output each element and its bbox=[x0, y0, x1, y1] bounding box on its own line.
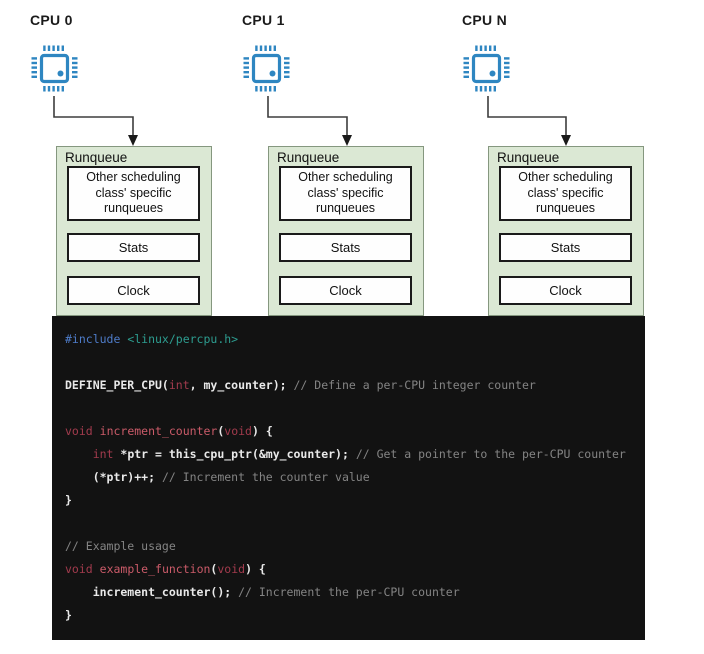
cpu-label: CPU 0 bbox=[30, 12, 73, 28]
stats-box: Stats bbox=[499, 233, 632, 262]
stats-box: Stats bbox=[279, 233, 412, 262]
code-line bbox=[65, 397, 637, 420]
runqueue-title: Runqueue bbox=[497, 150, 560, 165]
cpu-chip-icon bbox=[463, 45, 510, 92]
scheduling-classes-box: Other scheduling class' specific runqueu… bbox=[279, 166, 412, 221]
cpu-column-0: CPU 0 Runqueue Other scheduling class' s… bbox=[28, 0, 212, 330]
clock-box: Clock bbox=[279, 276, 412, 305]
clock-box: Clock bbox=[67, 276, 200, 305]
cpu-chip-icon bbox=[243, 45, 290, 92]
runqueue-box: Runqueue Other scheduling class' specifi… bbox=[488, 146, 644, 316]
code-line: DEFINE_PER_CPU(int, my_counter); // Defi… bbox=[65, 378, 536, 392]
scheduling-classes-box: Other scheduling class' specific runqueu… bbox=[67, 166, 200, 221]
code-line: // Example usage bbox=[65, 539, 176, 553]
code-line: void example_function(void) { bbox=[65, 562, 266, 576]
cpu-chip-icon bbox=[31, 45, 78, 92]
code-line: increment_counter(); // Increment the pe… bbox=[65, 585, 460, 599]
clock-box: Clock bbox=[499, 276, 632, 305]
cpu-label: CPU N bbox=[462, 12, 508, 28]
stats-box: Stats bbox=[67, 233, 200, 262]
code-line: #include <linux/percpu.h> bbox=[65, 332, 239, 346]
code-line: (*ptr)++; // Increment the counter value bbox=[65, 470, 370, 484]
cpu-label: CPU 1 bbox=[242, 12, 285, 28]
runqueue-title: Runqueue bbox=[277, 150, 340, 165]
cpu-column-1: CPU 1 Runqueue Other scheduling class' s… bbox=[240, 0, 424, 330]
code-line: int *ptr = this_cpu_ptr(&my_counter); //… bbox=[92, 447, 626, 461]
cpu-column-n: CPU N Runqueue Other scheduling class' s… bbox=[460, 0, 644, 330]
runqueue-box: Runqueue Other scheduling class' specifi… bbox=[268, 146, 424, 316]
runqueue-title: Runqueue bbox=[65, 150, 128, 165]
code-line: } bbox=[65, 493, 72, 507]
scheduling-classes-box: Other scheduling class' specific runqueu… bbox=[499, 166, 632, 221]
code-line bbox=[65, 512, 637, 535]
code-block: #include <linux/percpu.h> DEFINE_PER_CPU(… bbox=[52, 316, 645, 640]
runqueue-box: Runqueue Other scheduling class' specifi… bbox=[56, 146, 212, 316]
code-line bbox=[65, 351, 637, 374]
code-line: } bbox=[65, 608, 72, 622]
code-line: void increment_counter(void) { bbox=[65, 424, 273, 438]
